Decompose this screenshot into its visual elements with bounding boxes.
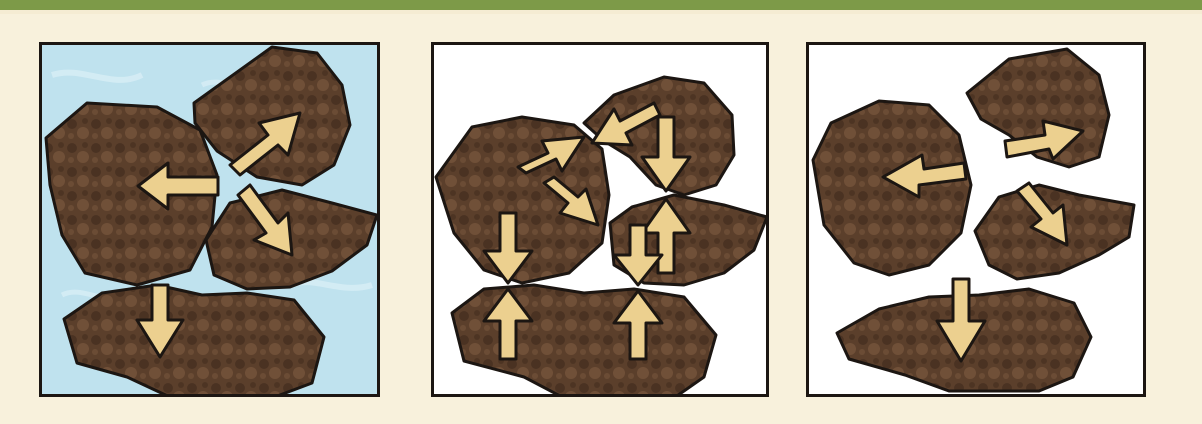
panel-rock-broken-apart-svg	[809, 45, 1146, 397]
panel-rock-broken-apart	[806, 42, 1146, 397]
top-accent-bar	[0, 0, 1202, 10]
top-accent-strip	[0, 10, 1202, 14]
panel-rock-ice-wedging-svg	[434, 45, 769, 397]
panel-rock-in-water-svg	[42, 45, 380, 397]
panel-rock-in-water	[39, 42, 380, 397]
panel-rock-ice-wedging	[431, 42, 769, 397]
